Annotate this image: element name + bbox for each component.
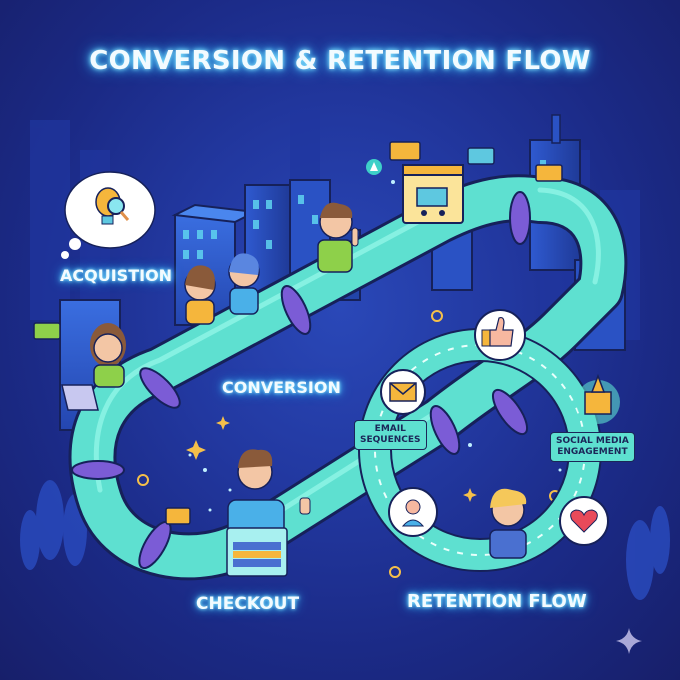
notification-bell-icon	[366, 159, 382, 175]
tag-email-line1: EMAIL	[374, 424, 406, 434]
tag-social-line2: ENGAGEMENT	[557, 447, 628, 457]
stage-label-conversion: CONVERSION	[222, 378, 341, 397]
stage-label-retention-flow: RETENTION FLOW	[407, 591, 587, 612]
tag-social-media-engagement: SOCIAL MEDIA ENGAGEMENT	[550, 432, 635, 462]
heart-icon	[559, 496, 609, 546]
thumbs-up-icon	[474, 309, 526, 361]
tag-social-line1: SOCIAL MEDIA	[556, 436, 629, 446]
lightbulb-magnifier-icon	[61, 171, 156, 259]
sparkle-icon	[616, 628, 642, 654]
stage-label-acquisition: ACQUISTION	[60, 266, 173, 285]
character-group-phones	[184, 253, 260, 325]
shopping-cart-icon	[402, 164, 464, 224]
castle-icon	[576, 373, 620, 424]
character-woman-blonde	[489, 488, 527, 559]
stage-label-checkout: CHECKOUT	[196, 594, 300, 614]
character-man-pointing	[317, 202, 359, 273]
envelope-icon	[380, 369, 426, 415]
tag-email-line2: SEQUENCES	[360, 435, 421, 445]
pipe-rings	[71, 191, 531, 570]
page-title: CONVERSION & RETENTION FLOW	[89, 46, 591, 76]
character-woman-laptop	[61, 323, 126, 411]
headset-user-icon	[388, 487, 438, 537]
credit-card-window-icon	[226, 527, 288, 577]
chat-bubble-icon	[33, 141, 563, 525]
tag-email-sequences: EMAIL SEQUENCES	[354, 420, 427, 450]
